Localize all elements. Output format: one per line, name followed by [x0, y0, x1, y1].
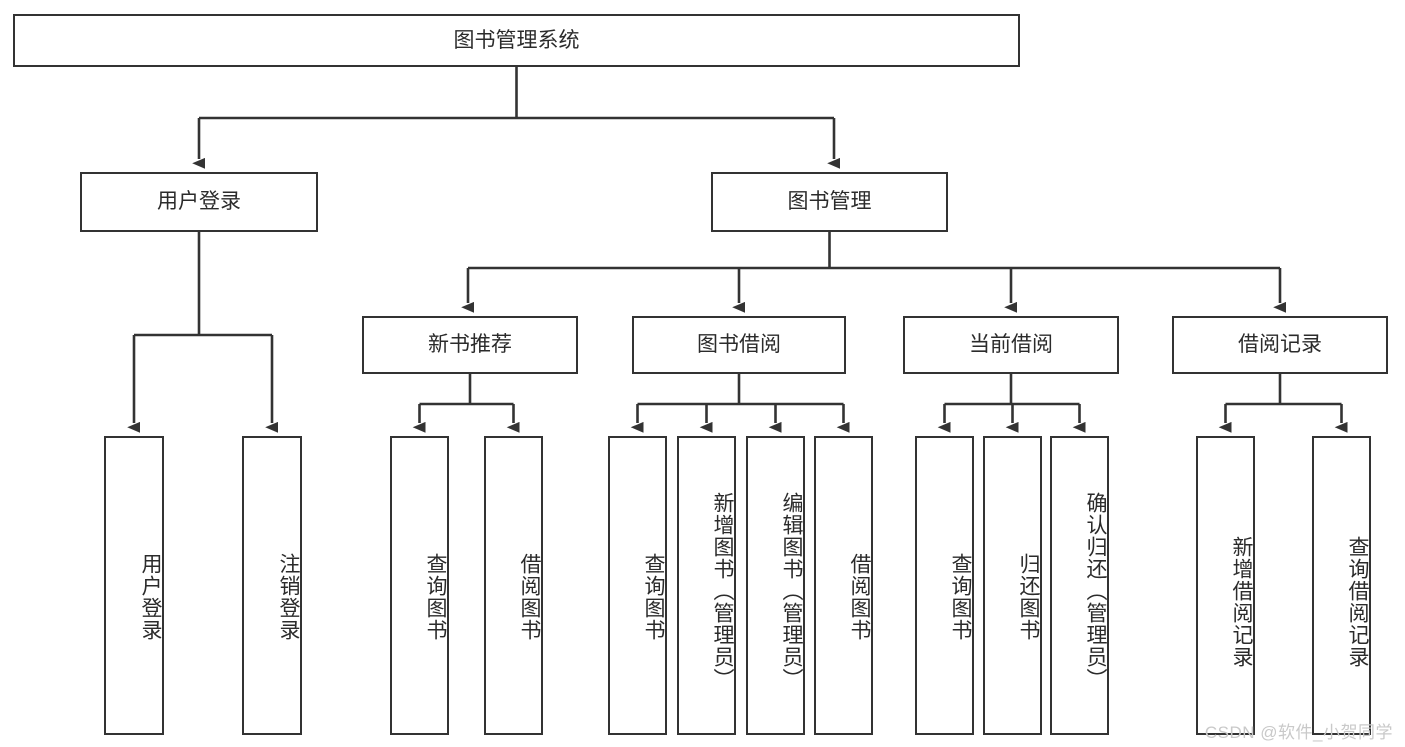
node-borrow-record[interactable]: 借阅记录	[1172, 316, 1388, 374]
leaf-add-borrow-record-label: 新增借阅记录	[1230, 535, 1253, 668]
node-root[interactable]: 图书管理系统	[13, 14, 1020, 67]
node-user-login-label: 用户登录	[157, 190, 241, 214]
node-current-borrow[interactable]: 当前借阅	[903, 316, 1119, 374]
leaf-query-book-2-label: 查询图书	[642, 552, 665, 641]
leaf-query-borrow-record[interactable]: 查询借阅记录	[1312, 436, 1371, 735]
edge-group-root	[192, 67, 841, 169]
leaf-user-login[interactable]: 用户登录	[104, 436, 164, 735]
leaf-borrow-book-1-label: 借阅图书	[518, 552, 541, 641]
leaf-edit-book[interactable]: 编辑图书（管理员）	[746, 436, 805, 735]
leaf-query-book-3-label: 查询图书	[949, 552, 972, 641]
node-borrow-record-label: 借阅记录	[1238, 333, 1322, 357]
leaf-edit-book-label: 编辑图书（管理员）	[780, 491, 803, 690]
edge-group-borrow-record	[1218, 374, 1348, 433]
leaf-add-borrow-record[interactable]: 新增借阅记录	[1196, 436, 1255, 735]
leaf-logout-label: 注销登录	[277, 552, 300, 641]
leaf-return-book[interactable]: 归还图书	[983, 436, 1042, 735]
leaf-return-book-label: 归还图书	[1017, 552, 1040, 641]
leaf-user-login-label: 用户登录	[139, 552, 162, 641]
leaf-query-book-3[interactable]: 查询图书	[915, 436, 974, 735]
leaf-confirm-return-label: 确认归还（管理员）	[1084, 491, 1107, 690]
edge-group-user-login	[127, 232, 279, 433]
leaf-query-book-2[interactable]: 查询图书	[608, 436, 667, 735]
leaf-query-book-1-label: 查询图书	[424, 552, 447, 641]
node-book-manage[interactable]: 图书管理	[711, 172, 948, 232]
leaf-add-book-label: 新增图书（管理员）	[711, 491, 734, 690]
leaf-logout[interactable]: 注销登录	[242, 436, 302, 735]
leaf-borrow-book-2-label: 借阅图书	[848, 552, 871, 641]
node-book-borrow[interactable]: 图书借阅	[632, 316, 846, 374]
edge-group-new-book-rec	[412, 374, 520, 433]
leaf-borrow-book-1[interactable]: 借阅图书	[484, 436, 543, 735]
node-book-manage-label: 图书管理	[787, 190, 872, 214]
node-new-book-recommend[interactable]: 新书推荐	[362, 316, 578, 374]
node-current-borrow-label: 当前借阅	[969, 333, 1053, 357]
node-book-borrow-label: 图书借阅	[697, 333, 781, 357]
edge-group-book-borrow	[630, 374, 850, 433]
leaf-query-borrow-record-label: 查询借阅记录	[1346, 535, 1369, 668]
leaf-add-book[interactable]: 新增图书（管理员）	[677, 436, 736, 735]
edge-group-current-borrow	[937, 374, 1086, 433]
node-new-book-recommend-label: 新书推荐	[428, 333, 512, 357]
node-user-login[interactable]: 用户登录	[80, 172, 318, 232]
leaf-query-book-1[interactable]: 查询图书	[390, 436, 449, 735]
edge-group-book-manage	[461, 232, 1287, 313]
leaf-confirm-return[interactable]: 确认归还（管理员）	[1050, 436, 1109, 735]
node-root-label: 图书管理系统	[453, 28, 580, 52]
leaf-borrow-book-2[interactable]: 借阅图书	[814, 436, 873, 735]
